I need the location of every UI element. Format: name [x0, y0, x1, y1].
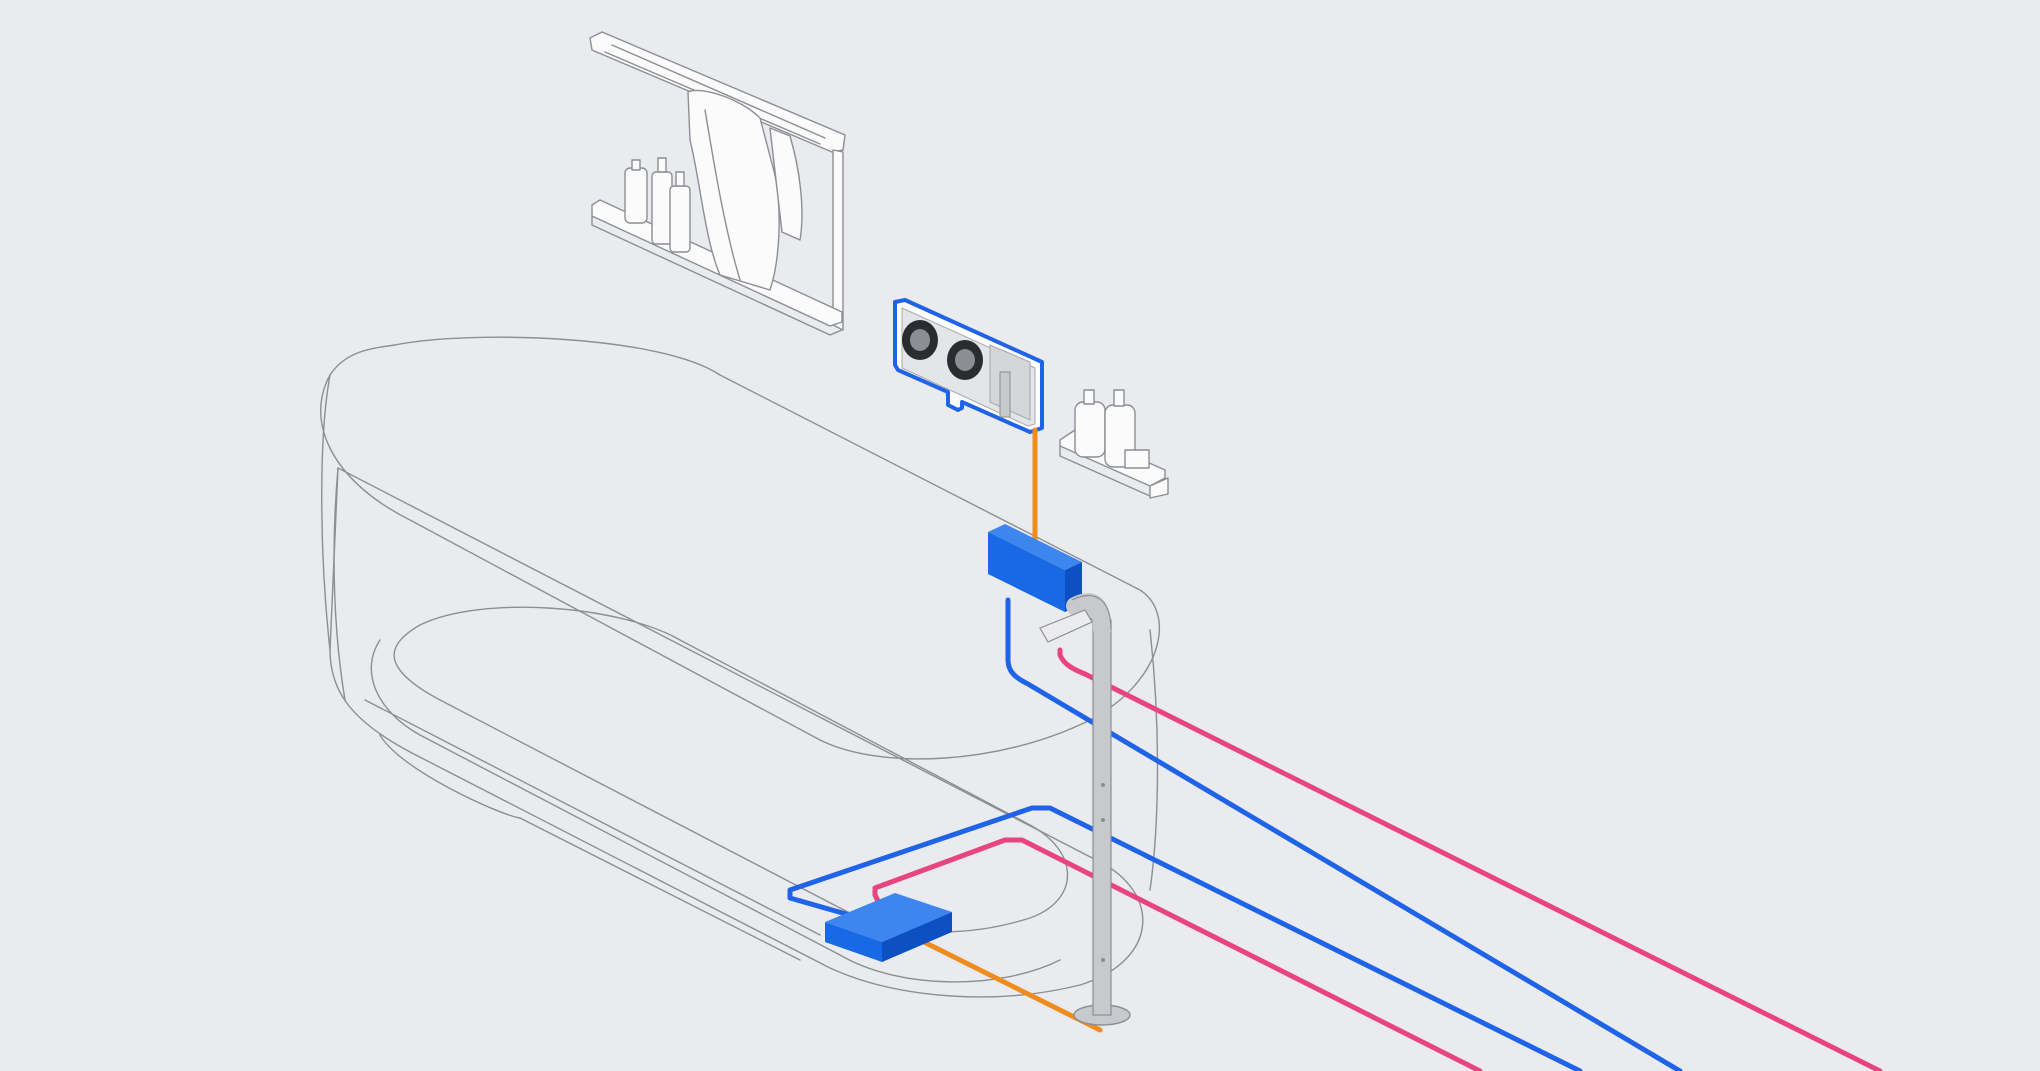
hand-shower-holder: [999, 371, 1011, 418]
control-panel-icon: [893, 298, 1044, 434]
junction-box-icon: [825, 893, 952, 962]
upper-box-top: [988, 524, 1082, 570]
bottle-2: [651, 171, 673, 245]
pole-detail-2: [1101, 818, 1105, 822]
upper-box-front: [988, 532, 1065, 612]
towel-fold: [704, 109, 741, 281]
towel-rail-icon: [589, 31, 846, 336]
small-cup-body: [1124, 449, 1150, 469]
small-shelf-lip: [1149, 477, 1169, 499]
cold-pipe-upper: [1005, 597, 1683, 1071]
junction-box-icon: [988, 524, 1082, 612]
lower-box-side: [882, 912, 952, 962]
hot-pipe-upper: [1057, 647, 1883, 1071]
shower-head-icon: [1039, 609, 1093, 643]
cold-pipe-lower: [787, 805, 1583, 1071]
signal-cable-lower: [907, 932, 1103, 1033]
pipe-network: [787, 427, 1883, 1071]
small-bottle-2-pump: [1113, 389, 1125, 407]
pole-top-curve: [1066, 593, 1111, 639]
tub-inner-rim: [329, 467, 1144, 998]
bathtub-icon: [320, 336, 1161, 998]
control-knob-icon: [902, 320, 983, 380]
tub-basin-top: [393, 606, 1068, 933]
knob-1-center: [910, 329, 930, 351]
tub-floor-line: [364, 699, 821, 936]
bottle-3: [669, 185, 691, 253]
rail-bar: [589, 31, 846, 153]
pole-shaft: [1092, 619, 1112, 1016]
lower-box-top: [825, 893, 952, 942]
towel-flap: [769, 127, 803, 241]
pole-top-outline: [1071, 595, 1112, 631]
bottle-1: [624, 167, 648, 224]
knob-2-center: [955, 349, 975, 371]
bottle-icon: [1074, 389, 1150, 469]
shelf-icon: [1059, 389, 1169, 499]
shower-pole-icon: [1039, 593, 1131, 1026]
shelf-edge: [591, 215, 843, 336]
bottle-3-pump: [675, 171, 685, 187]
small-bottle-1: [1074, 401, 1106, 458]
small-bottle-1-cap: [1083, 389, 1095, 405]
rail-slot: [611, 44, 826, 139]
pole-detail-1: [1101, 783, 1105, 787]
tub-left-wall: [321, 374, 331, 651]
tub-outer-rim: [320, 336, 1161, 760]
hot-pipe-lower: [872, 837, 1483, 1071]
lower-box-front: [825, 922, 882, 962]
tub-basin-bottom: [370, 639, 1061, 983]
bottle-2-pump: [657, 157, 667, 173]
tub-left-wall-inner: [333, 467, 346, 701]
tub-base: [379, 734, 801, 961]
bottle-icon: [624, 157, 691, 253]
rail-mount: [832, 149, 844, 331]
bottle-1-cap: [631, 159, 641, 171]
pole-detail-3: [1101, 958, 1105, 962]
